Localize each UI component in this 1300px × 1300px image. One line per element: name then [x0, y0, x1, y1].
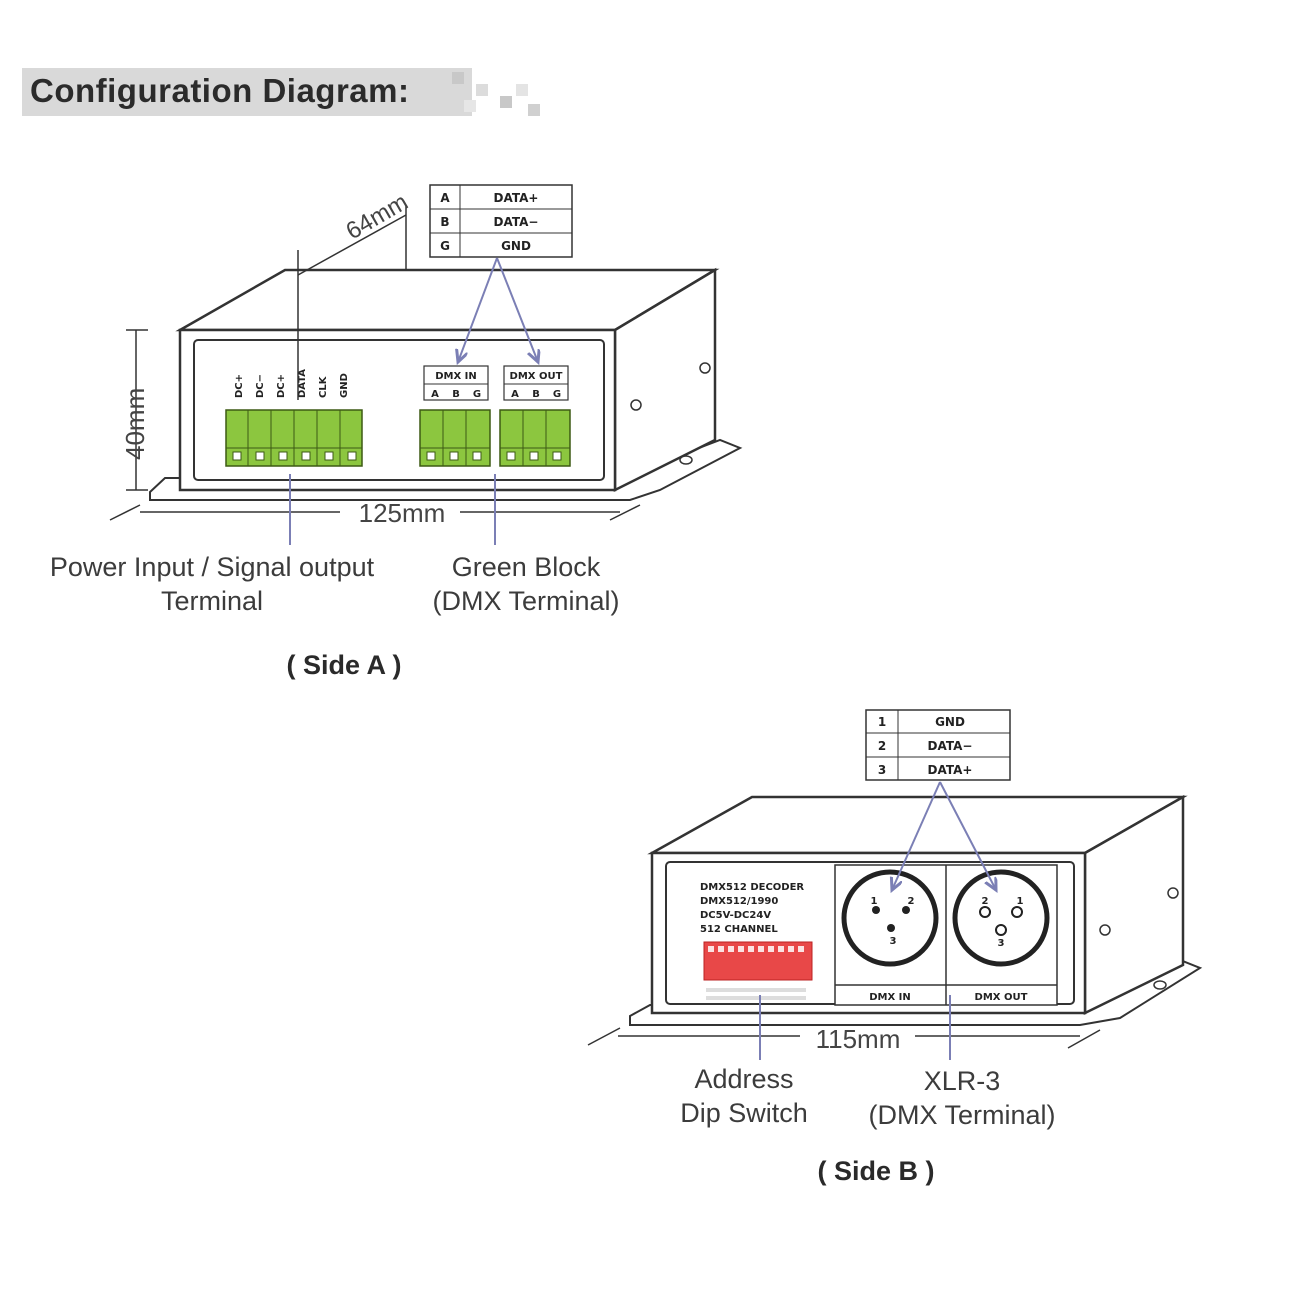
- device-text-line: DMX512 DECODER: [700, 882, 804, 893]
- table-key: 1: [878, 715, 886, 729]
- table-key: B: [440, 215, 449, 229]
- dmx-in-label: DMX IN: [869, 992, 911, 1003]
- table-key: A: [440, 191, 450, 205]
- side-b-label: ( Side B ): [817, 1156, 934, 1186]
- page-title: Configuration Diagram:: [30, 72, 410, 109]
- device-text-line: DMX512/1990: [700, 896, 778, 907]
- caption-power-line1: Power Input / Signal output: [50, 552, 375, 582]
- device-text-line: 512 CHANNEL: [700, 924, 778, 935]
- terminal-labels: DC+ DC− DC+ DATA CLK GND: [234, 369, 350, 398]
- pin-number: 1: [1017, 896, 1024, 907]
- xlr-out-connector: [952, 869, 1050, 967]
- side-a-pin-table: A DATA+ B DATA− G GND: [429, 184, 573, 258]
- caption-xlr-line1: XLR-3: [924, 1066, 1001, 1096]
- table-value: DATA+: [928, 763, 973, 777]
- dim-height: 40mm: [120, 388, 150, 460]
- power-terminal-block: [225, 409, 363, 467]
- table-value: DATA−: [928, 739, 973, 753]
- abg-label: B: [452, 389, 460, 400]
- abg-label: G: [553, 389, 561, 400]
- pin-number: 2: [908, 896, 915, 907]
- dmx-in-terminal-block: [419, 409, 491, 467]
- abg-label: B: [532, 389, 540, 400]
- table-key: 2: [878, 739, 886, 753]
- abg-label: G: [473, 389, 481, 400]
- caption-green-line2: (DMX Terminal): [432, 586, 619, 616]
- terminal-label: DC−: [255, 374, 266, 398]
- terminal-label: DC+: [234, 374, 245, 398]
- pin-number: 1: [871, 896, 878, 907]
- table-value: DATA+: [494, 191, 539, 205]
- dmx-out-label: DMX OUT: [975, 992, 1028, 1003]
- dim-width: 125mm: [359, 498, 446, 528]
- dim-depth: 64mm: [342, 188, 413, 245]
- dmx-in-mini-label: DMX IN A B G: [423, 365, 489, 401]
- table-key: 3: [878, 763, 886, 777]
- table-value: DATA−: [494, 215, 539, 229]
- title-band: [22, 68, 472, 116]
- dmx-out-mini-label: DMX OUT A B G: [503, 365, 569, 401]
- side-b-pin-table: 1 GND 2 DATA− 3 DATA+: [865, 709, 1011, 781]
- side-a-table-arrows: [458, 257, 538, 362]
- abg-label: A: [431, 389, 439, 400]
- side-b-dimensions: [587, 1027, 1101, 1049]
- caption-xlr-line2: (DMX Terminal): [868, 1100, 1055, 1130]
- caption-address-line2: Dip Switch: [680, 1098, 808, 1128]
- side-a-callout-lines: [289, 474, 496, 545]
- terminal-label: DATA: [297, 369, 308, 398]
- xlr-in-connector: [841, 869, 939, 967]
- side-a-dimensions: [109, 205, 641, 521]
- terminal-label: CLK: [318, 375, 329, 398]
- pin-number: 3: [890, 936, 897, 947]
- pin-number: 3: [998, 938, 1005, 949]
- table-key: G: [440, 239, 450, 253]
- table-value: GND: [501, 239, 531, 253]
- dip-switch: [703, 941, 813, 1000]
- caption-green-line1: Green Block: [452, 552, 601, 582]
- side-b-table-arrows: [892, 781, 996, 890]
- pin-number: 2: [982, 896, 989, 907]
- terminal-label: DC+: [276, 374, 287, 398]
- caption-address-line1: Address: [694, 1064, 793, 1094]
- dmx-in-label: DMX IN: [435, 371, 477, 382]
- device-text-line: DC5V-DC24V: [700, 910, 771, 921]
- side-a-label: ( Side A ): [286, 650, 401, 680]
- table-value: GND: [935, 715, 965, 729]
- dmx-out-label: DMX OUT: [510, 371, 563, 382]
- caption-power-line2: Terminal: [161, 586, 263, 616]
- dmx-out-terminal-block: [499, 409, 571, 467]
- dim-width: 115mm: [816, 1024, 901, 1054]
- terminal-label: GND: [339, 373, 350, 398]
- side-b-callout-lines: [759, 995, 951, 1060]
- abg-label: A: [511, 389, 519, 400]
